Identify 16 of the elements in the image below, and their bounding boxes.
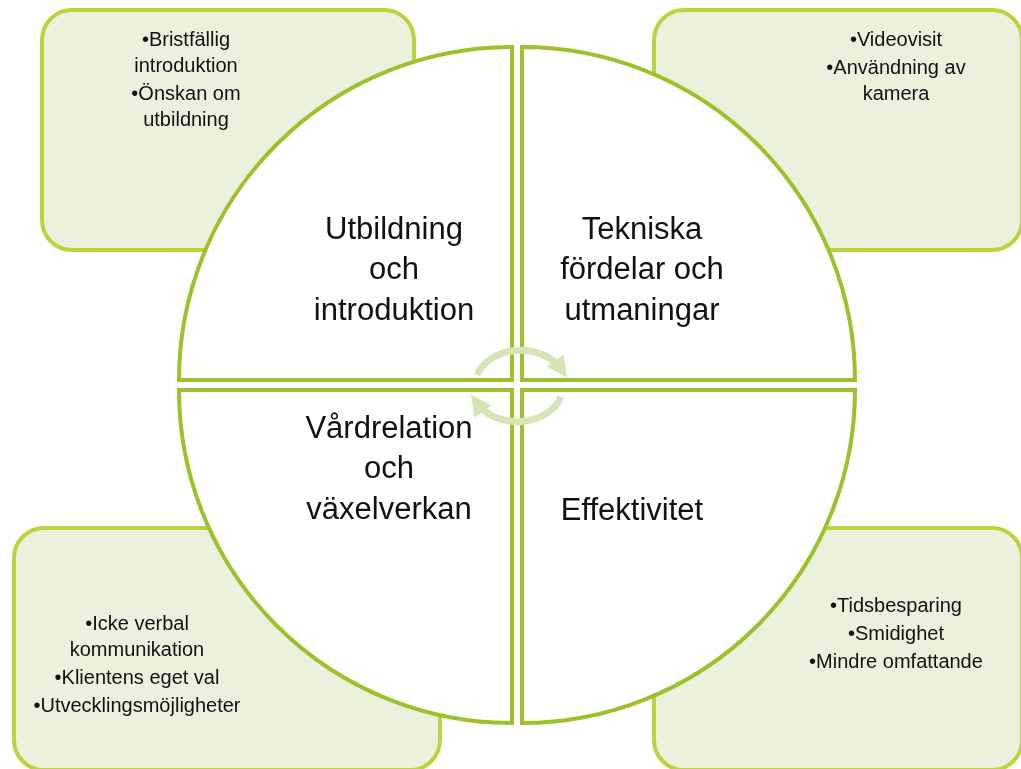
quadrant-title: Utbildning och introduktion [312, 210, 476, 329]
bullet-item: •Icke verbal kommunikation [68, 611, 206, 662]
bullet-item: •Smidighet [847, 621, 945, 646]
bullet-item: •Mindre omfattande [808, 649, 984, 674]
quadrant-title: Vårdrelation och växelverkan [304, 409, 474, 528]
curved-arrow [473, 346, 568, 378]
quadrant-title: Effektivitet [559, 491, 705, 529]
quadrant-title: Tekniska fördelar och utmaningar [559, 210, 725, 329]
bullet-item: •Tidsbesparing [829, 593, 963, 618]
bullet-item: •Användning av kamera [825, 55, 967, 106]
bullet-item: •Önskan om utbildning [130, 81, 242, 132]
curved-arrow [470, 394, 565, 426]
bullet-item: •Utvecklingsmöjligheter [32, 693, 242, 718]
bullet-item: •Klientens eget val [53, 665, 221, 690]
bullet-item: •Bristfällig introduktion [133, 27, 239, 78]
bullet-item: •Videovisit [848, 27, 944, 52]
